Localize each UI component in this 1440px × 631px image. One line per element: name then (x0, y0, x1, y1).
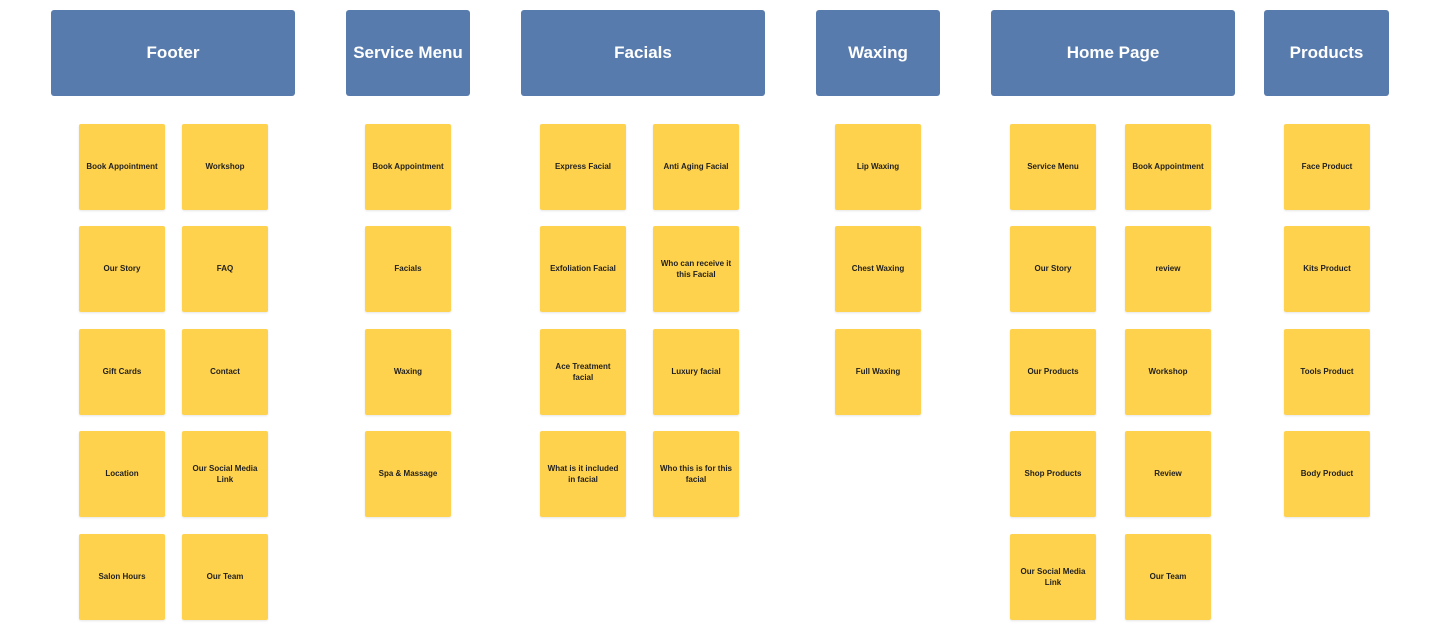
sticky-note[interactable]: Workshop (1125, 329, 1211, 415)
sticky-note[interactable]: Lip Waxing (835, 124, 921, 210)
sticky-note[interactable]: Luxury facial (653, 329, 739, 415)
sticky-note[interactable]: review (1125, 226, 1211, 312)
sticky-note[interactable]: Book Appointment (1125, 124, 1211, 210)
sticky-note[interactable]: Facials (365, 226, 451, 312)
sticky-note[interactable]: Spa & Massage (365, 431, 451, 517)
sticky-note[interactable]: Review (1125, 431, 1211, 517)
sticky-note[interactable]: Who this is for this facial (653, 431, 739, 517)
sticky-note[interactable]: Anti Aging Facial (653, 124, 739, 210)
sticky-note[interactable]: Chest Waxing (835, 226, 921, 312)
sticky-note[interactable]: Shop Products (1010, 431, 1096, 517)
footer-header: Footer (51, 10, 295, 96)
sticky-note[interactable]: Our Team (182, 534, 268, 620)
sticky-note[interactable]: Workshop (182, 124, 268, 210)
sticky-note[interactable]: Who can receive it this Facial (653, 226, 739, 312)
sticky-note[interactable]: Location (79, 431, 165, 517)
sticky-note[interactable]: Exfoliation Facial (540, 226, 626, 312)
sticky-note[interactable]: Kits Product (1284, 226, 1370, 312)
sticky-note[interactable]: Service Menu (1010, 124, 1096, 210)
sticky-note[interactable]: Our Team (1125, 534, 1211, 620)
sticky-note[interactable]: Express Facial (540, 124, 626, 210)
sticky-note[interactable]: Our Social Media Link (1010, 534, 1096, 620)
sticky-note[interactable]: Gift Cards (79, 329, 165, 415)
sticky-note[interactable]: Ace Treatment facial (540, 329, 626, 415)
sticky-note[interactable]: Our Products (1010, 329, 1096, 415)
sticky-note[interactable]: Waxing (365, 329, 451, 415)
sticky-note[interactable]: Our Social Media Link (182, 431, 268, 517)
sticky-note[interactable]: Face Product (1284, 124, 1370, 210)
sticky-note[interactable]: Salon Hours (79, 534, 165, 620)
service-menu-header: Service Menu (346, 10, 470, 96)
sticky-note[interactable]: Tools Product (1284, 329, 1370, 415)
sticky-note[interactable]: Body Product (1284, 431, 1370, 517)
facials-header: Facials (521, 10, 765, 96)
sticky-note[interactable]: FAQ (182, 226, 268, 312)
sticky-note[interactable]: Book Appointment (79, 124, 165, 210)
sticky-note[interactable]: Our Story (1010, 226, 1096, 312)
sticky-note[interactable]: What is it included in facial (540, 431, 626, 517)
waxing-header: Waxing (816, 10, 940, 96)
sticky-note[interactable]: Full Waxing (835, 329, 921, 415)
products-header: Products (1264, 10, 1389, 96)
sticky-note[interactable]: Our Story (79, 226, 165, 312)
home-page-header: Home Page (991, 10, 1235, 96)
sticky-note[interactable]: Contact (182, 329, 268, 415)
sticky-note[interactable]: Book Appointment (365, 124, 451, 210)
